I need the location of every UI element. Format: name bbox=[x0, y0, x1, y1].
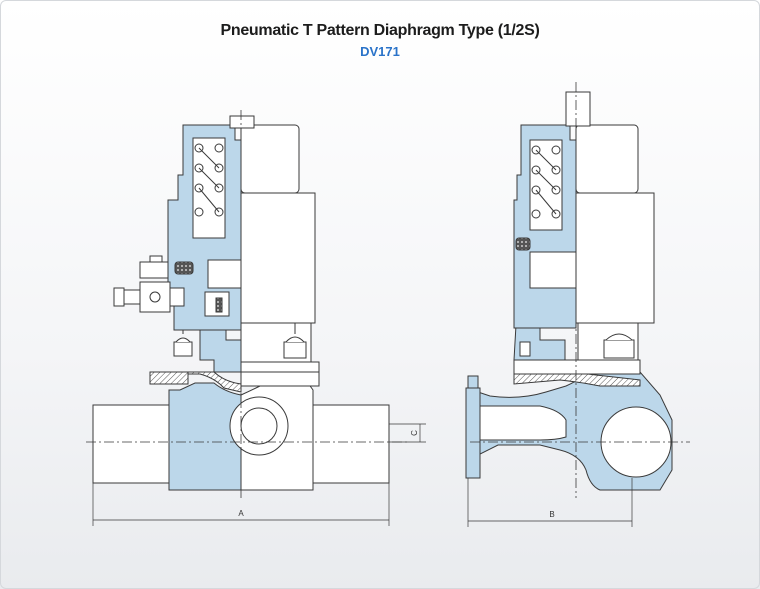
actuator-cap bbox=[240, 124, 300, 194]
air-fitting bbox=[113, 255, 185, 313]
side-actuator-cylinder bbox=[575, 192, 655, 324]
flange-left bbox=[149, 371, 189, 385]
side-clamp-ferrule bbox=[465, 387, 481, 479]
left-pipe-stub bbox=[92, 404, 170, 484]
side-flange bbox=[513, 359, 641, 375]
side-indicator-stem bbox=[565, 91, 591, 127]
indicator-stem bbox=[229, 115, 255, 129]
side-bolt-right bbox=[603, 333, 635, 359]
flange-right bbox=[240, 361, 320, 387]
dim-b-label: B bbox=[549, 510, 554, 519]
side-bore bbox=[477, 405, 567, 441]
side-piston-cavity bbox=[529, 251, 577, 289]
page-title: Pneumatic T Pattern Diaphragm Type (1/2S… bbox=[220, 22, 540, 39]
side-actuator-cap bbox=[575, 124, 639, 194]
shaft-seal bbox=[215, 297, 223, 313]
actuator-cylinder bbox=[240, 192, 316, 324]
dim-a-label: A bbox=[238, 509, 244, 518]
piston-cavity bbox=[207, 259, 242, 289]
front-view bbox=[86, 110, 426, 526]
side-view bbox=[465, 82, 690, 527]
o-ring-seal bbox=[174, 261, 194, 275]
bolt-right bbox=[283, 320, 307, 359]
side-bolt-left bbox=[519, 341, 531, 357]
right-pipe-stub bbox=[312, 404, 390, 484]
side-spring-coils bbox=[531, 145, 561, 219]
body-section-left bbox=[168, 382, 242, 491]
dim-c-label: C bbox=[410, 430, 419, 436]
bolt-left bbox=[173, 320, 193, 357]
model-code: DV171 bbox=[360, 44, 400, 59]
spring-coils bbox=[194, 143, 224, 217]
port-circle-inner bbox=[240, 407, 278, 445]
side-o-ring-seal bbox=[515, 237, 531, 251]
